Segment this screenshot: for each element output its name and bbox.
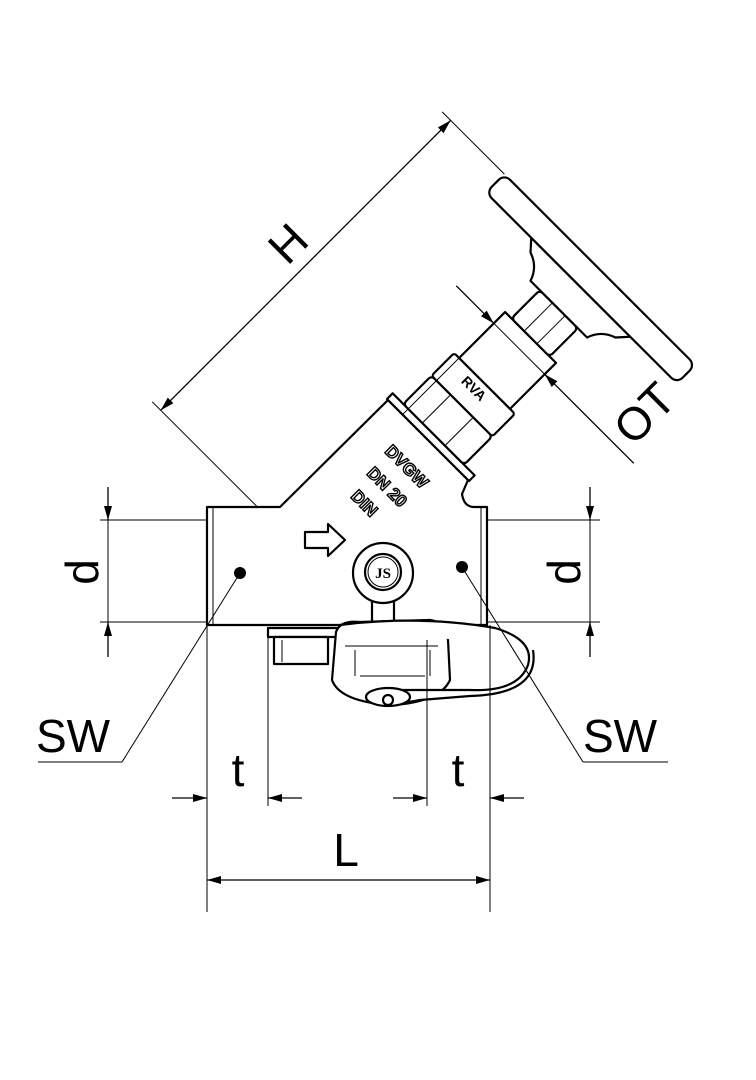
- logo-icon: [363, 552, 403, 592]
- handwheel: [488, 176, 694, 382]
- dimension-t-left: t: [172, 625, 302, 912]
- logo-text: JS: [375, 566, 391, 582]
- dimension-l: L: [207, 824, 490, 884]
- label-d-left: d: [56, 559, 108, 585]
- dimension-d-left: d: [56, 487, 207, 657]
- test-point-cap: [266, 618, 535, 708]
- label-d-right: d: [538, 559, 590, 585]
- label-t-right: t: [452, 744, 465, 796]
- valve-body: DVGW DN 20 DIN JS: [205, 398, 489, 627]
- dimension-d-right: d: [487, 487, 600, 657]
- label-t-left: t: [232, 744, 245, 796]
- leader-sw-right: SW: [461, 566, 668, 763]
- label-l: L: [333, 824, 359, 876]
- bonnet: RVA: [385, 176, 694, 483]
- dimension-t-right: t: [393, 625, 524, 912]
- label-sw-right: SW: [583, 710, 658, 762]
- label-sw-left: SW: [36, 710, 111, 762]
- label-h: H: [258, 213, 318, 273]
- leader-sw-left: SW: [36, 572, 241, 763]
- flow-arrow-icon: [303, 522, 347, 558]
- label-ot: OT: [603, 372, 685, 454]
